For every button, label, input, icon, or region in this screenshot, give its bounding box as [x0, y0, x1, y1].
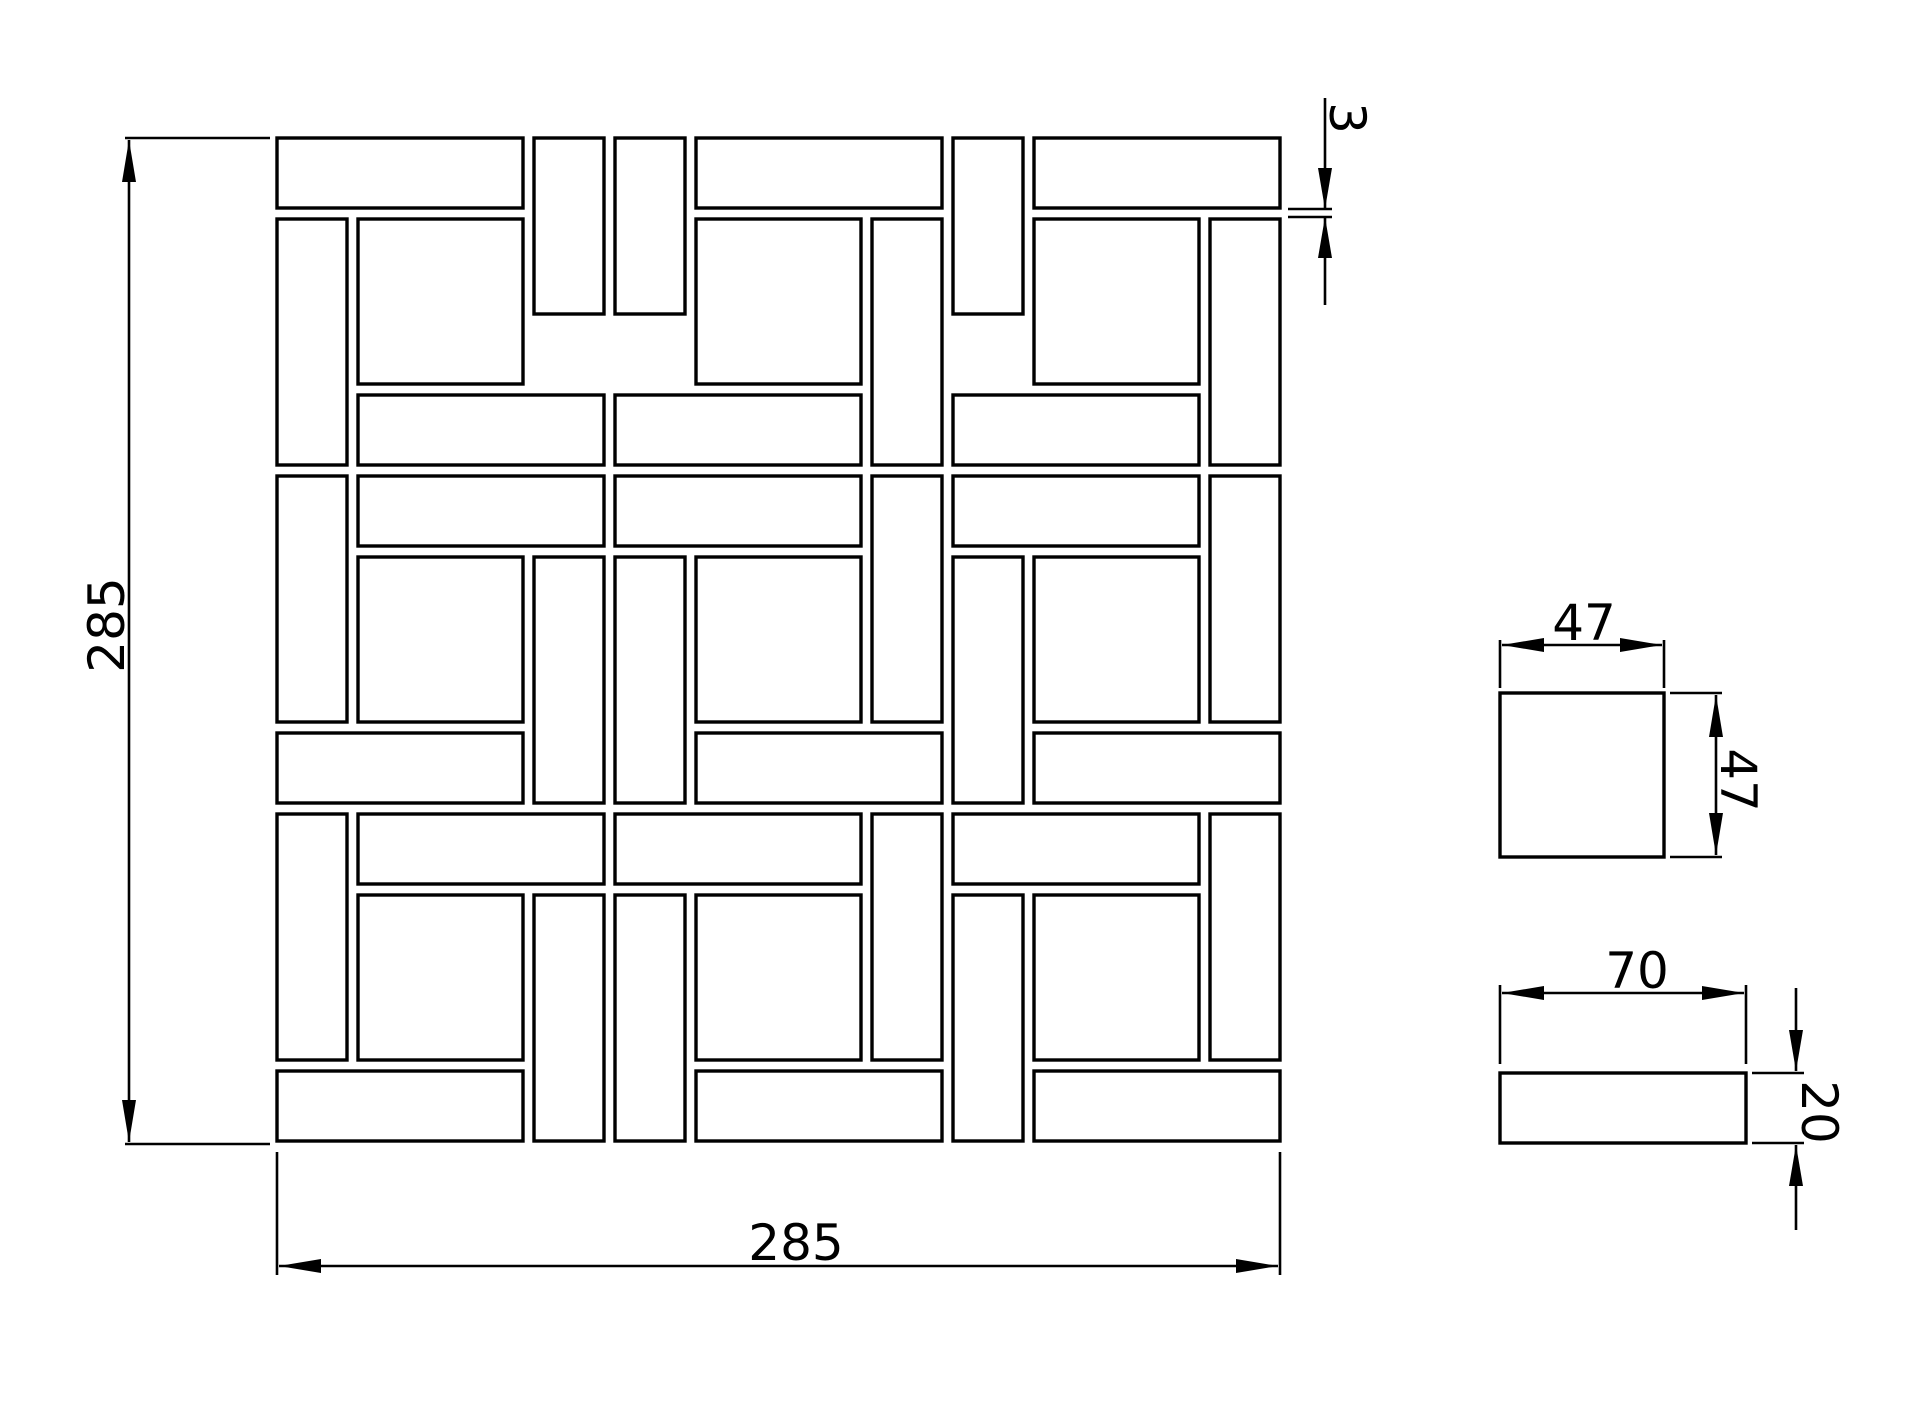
rect-tile: [870, 217, 944, 467]
square-width-label: 47: [1552, 594, 1616, 652]
mosaic-sheet: [275, 136, 1282, 1143]
rect-tile: [613, 393, 863, 467]
rect-tile: [694, 136, 944, 210]
square-tile: [356, 893, 525, 1062]
rect-tile: [356, 812, 606, 886]
rect-tile: [951, 555, 1025, 805]
rect-tile: [356, 474, 606, 548]
rect-tile: [951, 812, 1201, 886]
square-tile: [694, 893, 863, 1062]
square-tile: [1032, 555, 1201, 724]
joint-gap-label: 3: [1318, 102, 1376, 134]
square-tile: [1498, 691, 1666, 859]
rect-tile: [870, 474, 944, 724]
rect-tile: [613, 812, 863, 886]
square-tile: [694, 217, 863, 386]
rect-tile: [275, 1069, 525, 1143]
square-height-label: 47: [1709, 748, 1767, 812]
rect-tile: [1208, 474, 1282, 724]
rect-tile: [275, 731, 525, 805]
rect-tile: [275, 136, 525, 210]
rect-tile: [951, 474, 1201, 548]
square-tile-detail: 47 47: [1498, 594, 1767, 859]
overall-width-label: 285: [748, 1214, 843, 1272]
rect-tile: [532, 136, 606, 316]
overall-height-dimension: 285: [78, 136, 270, 1146]
rect-tile: [951, 893, 1025, 1143]
rect-tile: [613, 474, 863, 548]
overall-width-dimension: 285: [275, 1152, 1282, 1275]
rect-tile: [275, 812, 349, 1062]
rect-tile: [1498, 1071, 1748, 1145]
rect-tile: [870, 812, 944, 1062]
rect-tile: [613, 893, 687, 1143]
joint-gap-dimension: 3: [1288, 98, 1376, 305]
rect-tile: [532, 555, 606, 805]
rect-tile: [694, 731, 944, 805]
square-tile: [1032, 217, 1201, 386]
rect-tile: [951, 136, 1025, 316]
rect-tile-detail: 70 20: [1498, 942, 1848, 1230]
square-tile: [1032, 893, 1201, 1062]
rect-tile: [356, 393, 606, 467]
overall-height-label: 285: [78, 577, 136, 672]
rect-tile: [1032, 136, 1282, 210]
rect-width-label: 70: [1605, 942, 1669, 1000]
rect-tile: [532, 893, 606, 1143]
rect-tile: [275, 217, 349, 467]
rect-tile: [694, 1069, 944, 1143]
rect-tile: [951, 393, 1201, 467]
rect-tile: [613, 136, 687, 316]
square-tile: [356, 555, 525, 724]
square-tile: [356, 217, 525, 386]
rect-tile: [613, 555, 687, 805]
rect-tile: [1208, 812, 1282, 1062]
rect-tile: [1032, 1069, 1282, 1143]
rect-tile: [1208, 217, 1282, 467]
dimension-annotations: 285 285 3 47: [78, 98, 1848, 1275]
rect-tile: [1032, 731, 1282, 805]
square-tile: [694, 555, 863, 724]
rect-height-label: 20: [1790, 1080, 1848, 1144]
rect-tile: [275, 474, 349, 724]
